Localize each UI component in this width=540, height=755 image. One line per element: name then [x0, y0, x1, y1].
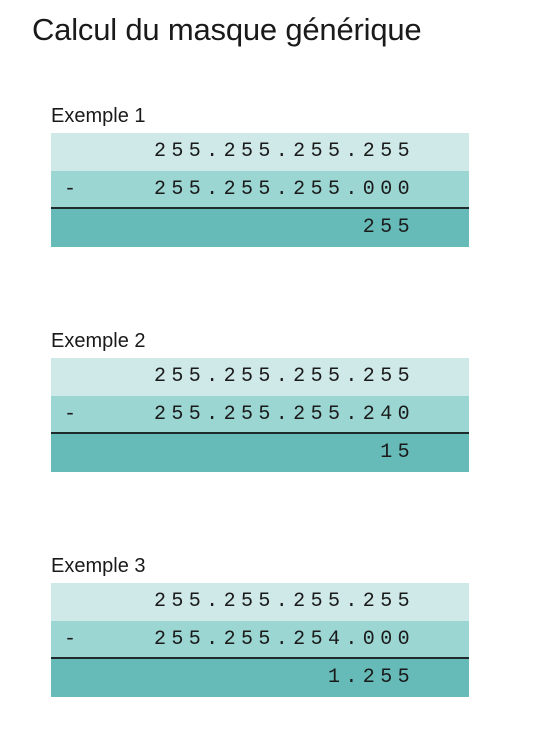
- minuend-value: 255.255.255.255: [153, 140, 415, 163]
- minuend-row: 255.255.255.255: [51, 583, 469, 621]
- minus-operator: -: [64, 628, 82, 651]
- minus-operator: -: [64, 178, 82, 201]
- minuend-row: 255.255.255.255: [51, 133, 469, 171]
- subtrahend-row: - 255.255.254.000: [51, 621, 469, 659]
- example-label: Exemple 2: [51, 330, 146, 352]
- subtraction-table: 255.255.255.255 - 255.255.255.000 255: [51, 133, 469, 247]
- example-label: Exemple 1: [51, 105, 146, 127]
- minuend-value: 255.255.255.255: [153, 590, 415, 613]
- result-row: 1.255: [51, 659, 469, 697]
- example-1: Exemple 1 255.255.255.255 - 255.255.255.…: [51, 100, 471, 247]
- subtrahend-row: - 255.255.255.240: [51, 396, 469, 434]
- subtraction-table: 255.255.255.255 - 255.255.254.000 1.255: [51, 583, 469, 697]
- subtrahend-value: 255.255.255.240: [153, 403, 415, 426]
- page-title: Calcul du masque générique: [32, 12, 422, 47]
- minus-operator: -: [64, 403, 82, 426]
- result-value: 1.255: [327, 666, 415, 689]
- minuend-value: 255.255.255.255: [153, 365, 415, 388]
- result-value: 255: [362, 216, 415, 239]
- subtraction-table: 255.255.255.255 - 255.255.255.240 15: [51, 358, 469, 472]
- subtrahend-row: - 255.255.255.000: [51, 171, 469, 209]
- subtrahend-value: 255.255.254.000: [153, 628, 415, 651]
- example-label: Exemple 3: [51, 555, 146, 577]
- result-row: 255: [51, 209, 469, 247]
- minuend-row: 255.255.255.255: [51, 358, 469, 396]
- subtrahend-value: 255.255.255.000: [153, 178, 415, 201]
- result-row: 15: [51, 434, 469, 472]
- example-2: Exemple 2 255.255.255.255 - 255.255.255.…: [51, 325, 471, 472]
- example-3: Exemple 3 255.255.255.255 - 255.255.254.…: [51, 550, 471, 697]
- result-value: 15: [380, 441, 415, 464]
